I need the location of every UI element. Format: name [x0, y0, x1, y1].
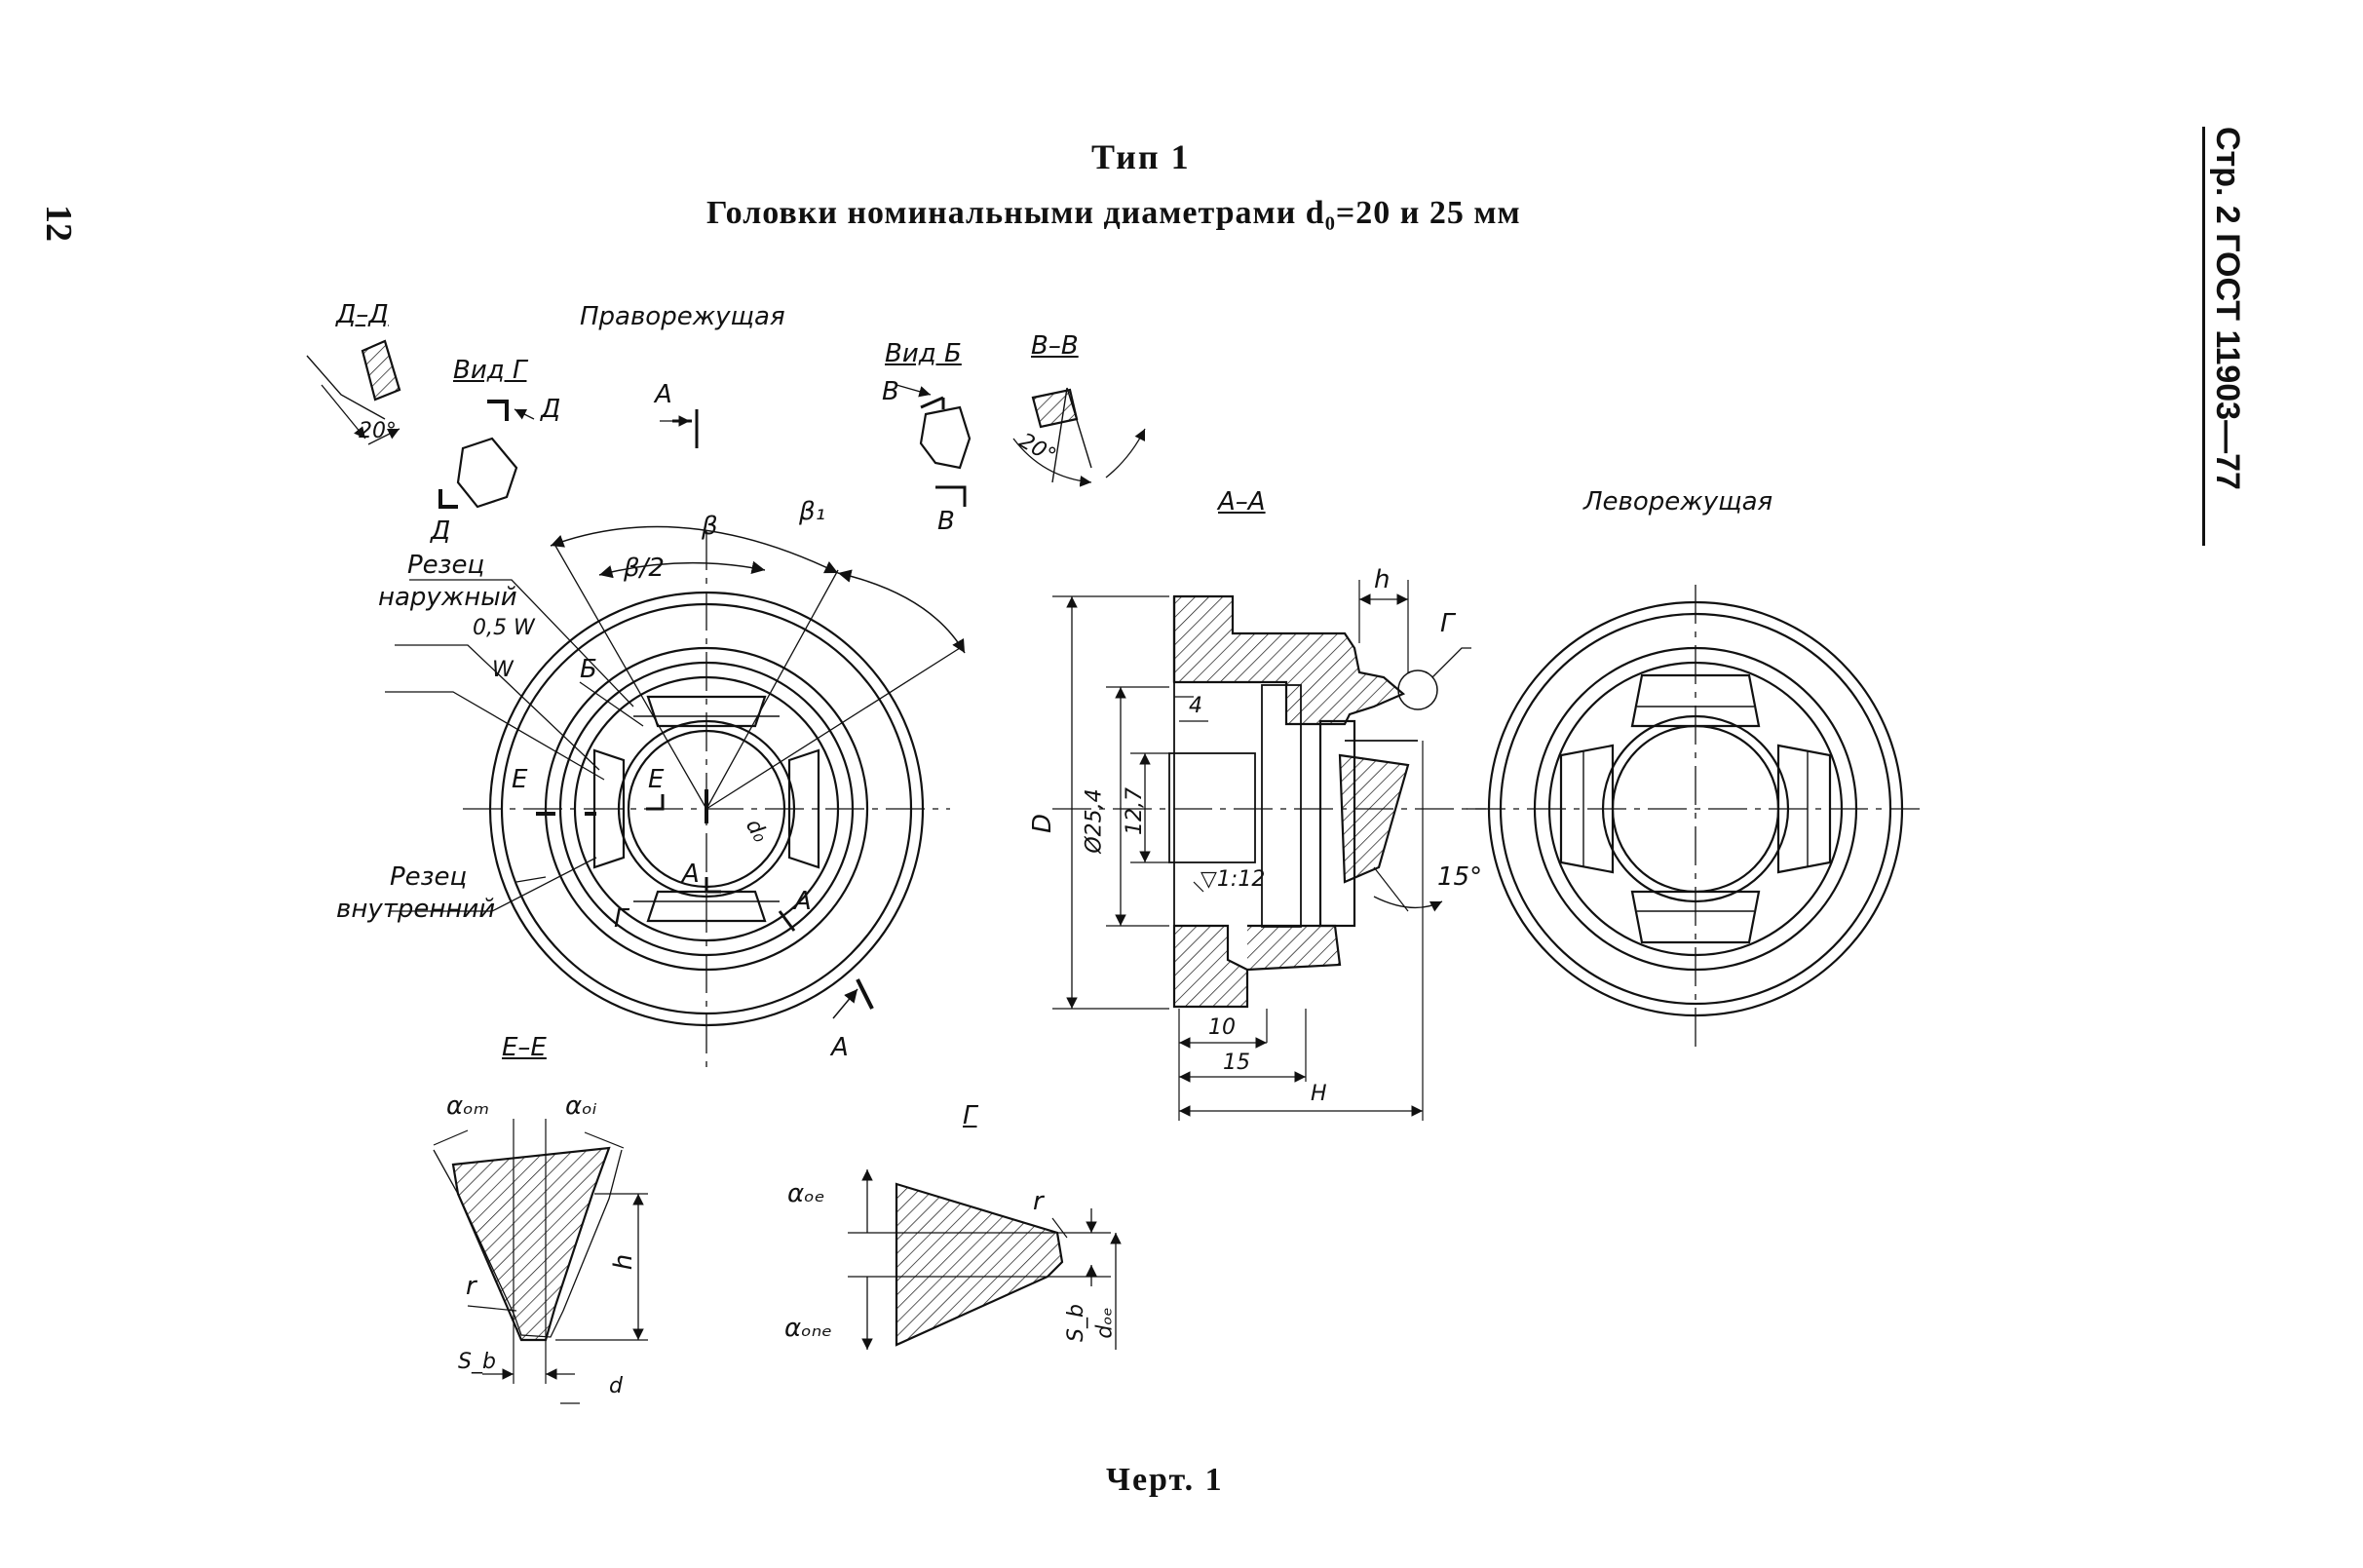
detail-g [848, 1169, 1122, 1350]
beta-label: β [702, 512, 718, 541]
sb-g: S_b [1063, 1304, 1088, 1342]
dim-H: H [1311, 1082, 1327, 1106]
letter-e-right: Е [648, 765, 665, 794]
letter-d-bottom: Д [431, 516, 451, 546]
letter-v-bottom: В [937, 507, 955, 536]
section-vv-title: В–В [1031, 331, 1079, 361]
letter-g-front: Г [614, 904, 629, 934]
dim-4: 4 [1189, 694, 1202, 718]
letter-a-bottom: А [831, 1033, 849, 1062]
dim-h-aa: h [1374, 565, 1391, 594]
cutter-outer-line1: Резец [407, 551, 485, 580]
angle-15: 15° [1437, 862, 1483, 892]
front-view-left-cutting [1467, 585, 1920, 1048]
detail-g-marker: Г [1440, 609, 1455, 638]
dim-127: 12,7 [1122, 787, 1147, 835]
view-b-title: Вид Б [885, 339, 962, 368]
letter-e-left: Е [512, 765, 528, 794]
r-g: r [1033, 1187, 1044, 1216]
view-b-sketch [896, 384, 972, 507]
dim-112: ▽1:12 [1201, 867, 1266, 892]
letter-a-center: А [682, 860, 700, 889]
section-aa-title: А–А [1218, 487, 1266, 516]
left-cutting-label: Леворежущая [1583, 487, 1773, 516]
w-label: W [492, 658, 514, 682]
sb-ee: S_b [458, 1350, 496, 1374]
d-ee: d [609, 1374, 623, 1398]
dim-15: 15 [1223, 1051, 1250, 1075]
half-w-label: 0,5 W [473, 616, 535, 640]
view-g-sketch [438, 400, 699, 509]
section-ee-title: Е–Е [502, 1033, 547, 1062]
letter-a-right: А [794, 887, 812, 916]
dim-10: 10 [1208, 1015, 1236, 1040]
right-cutting-label: Праворежущая [580, 302, 785, 331]
dim-h-ee: h [609, 1253, 639, 1271]
section-ee [433, 1119, 648, 1404]
view-g-title: Вид Г [453, 356, 527, 385]
letter-a-top: А [655, 380, 672, 409]
alpha-om: αₒₘ [446, 1091, 490, 1121]
cutter-outer-line2: наружный [378, 583, 517, 612]
alpha-oi: αₒᵢ [565, 1091, 597, 1121]
side-rule [2202, 127, 2205, 546]
angle-20-dd: 20° [359, 419, 397, 443]
letter-v-top: В [882, 377, 899, 406]
alpha-oe: αₒₑ [787, 1179, 825, 1208]
beta1-label: β₁ [799, 497, 826, 526]
dim-phi: Ø25,4 [1082, 788, 1107, 854]
dim-D: D [1028, 813, 1058, 834]
r-ee: r [466, 1272, 476, 1301]
figure-caption: Черт. 1 [1106, 1462, 1224, 1498]
front-view-right-cutting [385, 525, 966, 1072]
cutter-inner-line1: Резец [390, 862, 468, 892]
beta-half-label: β/2 [624, 554, 665, 583]
section-aa [1052, 580, 1486, 1121]
page-subtitle: Головки номинальными диаметрами d₀=20 и … [706, 195, 1521, 231]
letter-d-top: Д [541, 395, 561, 424]
letter-b-front: Б [580, 655, 597, 684]
alpha-one: αₒₙₑ [784, 1314, 833, 1343]
section-dd-sketch [306, 339, 401, 445]
d-oe-g: dₒₑ [1092, 1307, 1118, 1339]
detail-g-title: Г [963, 1101, 977, 1130]
section-dd-title: Д–Д [336, 300, 389, 329]
page-title: Тип 1 [1091, 137, 1191, 176]
cutter-inner-line2: внутренний [336, 895, 496, 924]
section-vv-sketch [1012, 387, 1146, 487]
